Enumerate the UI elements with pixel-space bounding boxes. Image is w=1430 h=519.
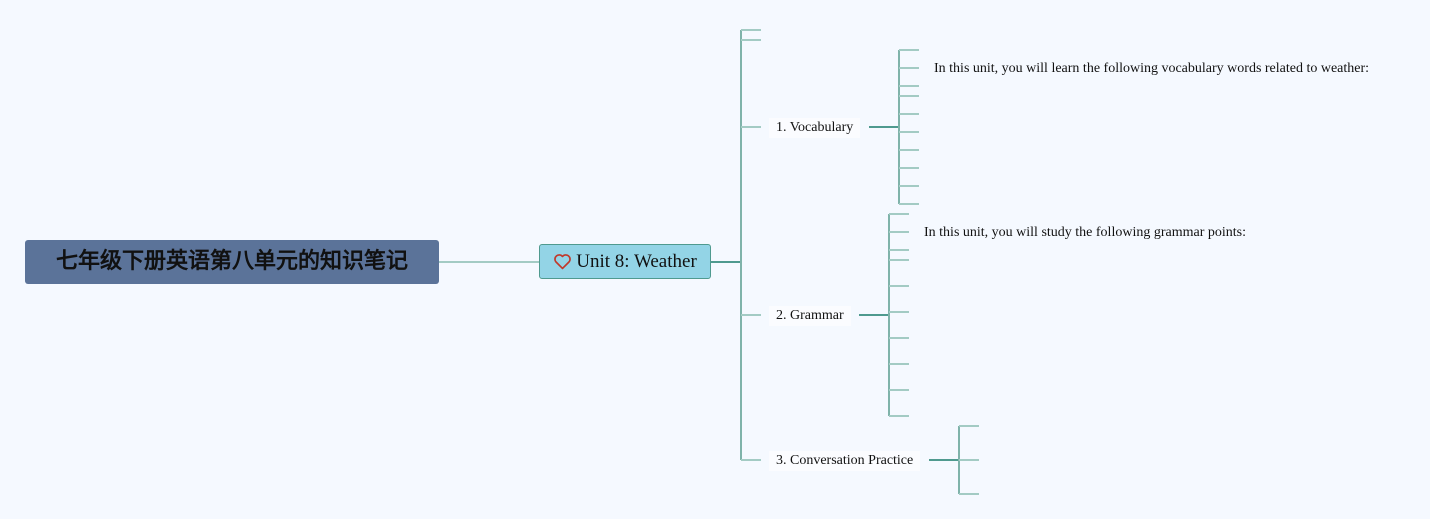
branch-conversation-practice[interactable]: 3. Conversation Practice (769, 451, 921, 471)
branch-grammar[interactable]: 2. Grammar (769, 306, 851, 326)
grammar-leaf-ticks (888, 213, 909, 417)
conversation-leaf-ticks (958, 425, 979, 495)
branch-vocabulary-label: 1. Vocabulary (776, 120, 854, 135)
branch-vocabulary[interactable]: 1. Vocabulary (769, 118, 861, 138)
branch-grammar-label: 2. Grammar (776, 308, 844, 323)
vocabulary-intro-text: In this unit, you will learn the followi… (934, 61, 1370, 76)
central-topic[interactable]: Unit 8: Weather (539, 244, 711, 279)
grammar-intro-leaf[interactable]: In this unit, you will study the followi… (924, 224, 1246, 242)
root-topic-label: 七年级下册英语第八单元的知识笔记 (55, 249, 408, 274)
vocabulary-leaf-ticks (898, 49, 919, 205)
vocabulary-intro-leaf[interactable]: In this unit, you will learn the followi… (934, 60, 1369, 78)
root-topic[interactable]: 七年级下册英语第八单元的知识笔记 (25, 240, 439, 284)
grammar-intro-text: In this unit, you will study the followi… (924, 225, 1246, 240)
central-topic-label: Unit 8: Weather (576, 251, 697, 272)
branch-conversation-label: 3. Conversation Practice (776, 453, 914, 468)
heart-icon (553, 248, 572, 281)
